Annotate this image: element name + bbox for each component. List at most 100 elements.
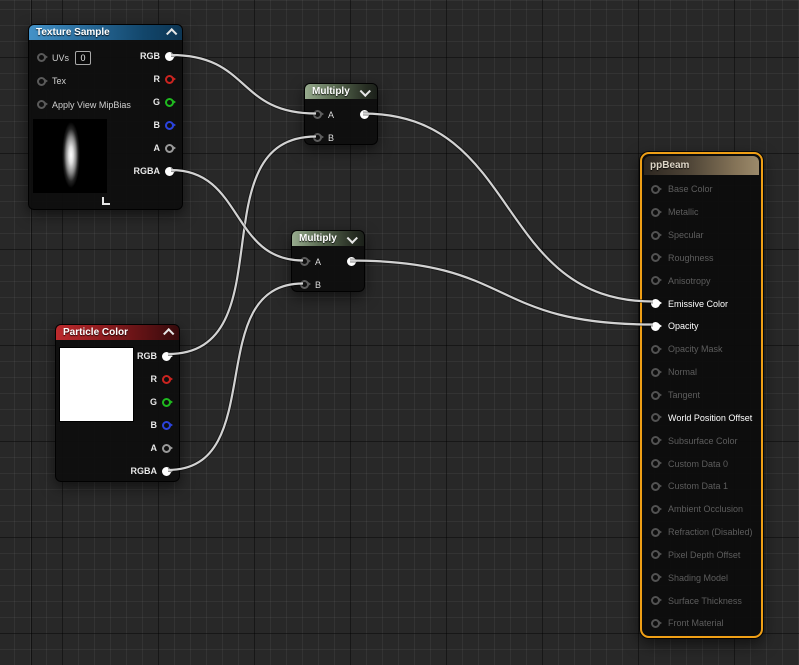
- node-particle-color[interactable]: Particle Color RGB R G B A: [55, 324, 180, 482]
- input-pin-row[interactable]: UVs 0: [37, 46, 131, 70]
- output-pin-icon[interactable]: [162, 374, 173, 384]
- output-pin-icon[interactable]: [347, 257, 358, 266]
- node-multiply-1[interactable]: Multiply A B: [304, 83, 378, 145]
- material-pin-row[interactable]: Roughness: [651, 247, 757, 270]
- node-particle-color-header[interactable]: Particle Color: [56, 325, 179, 340]
- output-pin-icon[interactable]: [165, 143, 176, 153]
- node-multiply-1-header[interactable]: Multiply: [305, 84, 377, 99]
- material-pin-icon[interactable]: [651, 481, 662, 491]
- material-pin-icon[interactable]: [651, 344, 662, 354]
- output-pin-row[interactable]: R: [154, 68, 176, 91]
- input-pin-icon[interactable]: [300, 257, 311, 266]
- material-pin-row[interactable]: Normal: [651, 361, 757, 384]
- material-pin-icon[interactable]: [651, 459, 662, 469]
- material-pin-row[interactable]: Custom Data 1: [651, 475, 757, 498]
- output-pin-row[interactable]: A: [151, 437, 173, 460]
- node-ppbeam-header[interactable]: ppBeam: [644, 156, 759, 175]
- node-multiply-2-header[interactable]: Multiply: [292, 231, 364, 246]
- material-pin-row[interactable]: Pixel Depth Offset: [651, 544, 757, 567]
- output-pin-row[interactable]: G: [150, 391, 173, 414]
- output-pin-row[interactable]: B: [154, 114, 176, 137]
- uv-index-field[interactable]: 0: [75, 50, 92, 65]
- input-pin-row[interactable]: Apply View MipBias: [37, 93, 131, 117]
- material-pin-row[interactable]: Emissive Color: [651, 292, 757, 315]
- material-pin-row[interactable]: Surface Thickness: [651, 589, 757, 612]
- output-pin-icon[interactable]: [162, 443, 173, 453]
- material-pin-icon[interactable]: [651, 436, 662, 446]
- input-pin-icon[interactable]: [37, 100, 48, 110]
- input-pin-row[interactable]: A: [313, 103, 334, 126]
- material-pin-icon[interactable]: [651, 390, 662, 400]
- chevron-down-icon[interactable]: [101, 197, 110, 205]
- input-pin-row[interactable]: B: [300, 273, 321, 296]
- output-pin-icon[interactable]: [165, 166, 176, 176]
- input-pin-row[interactable]: B: [313, 126, 334, 149]
- output-pin-row[interactable]: RGBA: [131, 460, 173, 483]
- input-pin-icon[interactable]: [37, 53, 48, 63]
- chevron-down-icon[interactable]: [346, 232, 358, 244]
- material-pin-icon[interactable]: [651, 253, 662, 263]
- material-pin-icon[interactable]: [651, 299, 662, 309]
- output-pin-icon[interactable]: [162, 420, 173, 430]
- material-pin-icon[interactable]: [651, 618, 662, 628]
- node-texture-sample[interactable]: Texture Sample UVs 0 Tex Apply View MipB…: [28, 24, 183, 210]
- material-pin-row[interactable]: Specular: [651, 224, 757, 247]
- node-texture-sample-header[interactable]: Texture Sample: [29, 25, 182, 40]
- input-pin-icon[interactable]: [300, 280, 311, 289]
- material-pin-icon[interactable]: [651, 321, 662, 331]
- material-pin-icon[interactable]: [651, 596, 662, 606]
- material-pin-icon[interactable]: [651, 276, 662, 286]
- node-ppbeam-material-result[interactable]: ppBeam Base Color Metallic Specular Roug…: [640, 152, 763, 638]
- input-pin-icon[interactable]: [37, 76, 48, 86]
- material-pin-row[interactable]: Shading Model: [651, 566, 757, 589]
- output-pin-icon[interactable]: [162, 466, 173, 476]
- material-pin-row[interactable]: Custom Data 0: [651, 452, 757, 475]
- material-pin-row[interactable]: Anisotropy: [651, 269, 757, 292]
- material-pin-icon[interactable]: [651, 413, 662, 423]
- material-pin-icon[interactable]: [651, 207, 662, 217]
- output-pin-icon[interactable]: [162, 397, 173, 407]
- material-pin-row[interactable]: Base Color: [651, 178, 757, 201]
- wire-connection[interactable]: [167, 282, 304, 472]
- output-pin-icon[interactable]: [165, 51, 176, 61]
- output-pin-row[interactable]: B: [151, 414, 173, 437]
- wire-connection[interactable]: [349, 259, 654, 326]
- material-pin-icon[interactable]: [651, 573, 662, 583]
- material-pin-row[interactable]: Subsurface Color: [651, 429, 757, 452]
- material-pin-icon[interactable]: [651, 504, 662, 514]
- wire-connection[interactable]: [362, 112, 654, 303]
- material-pin-row[interactable]: Ambient Occlusion: [651, 498, 757, 521]
- node-multiply-2[interactable]: Multiply A B: [291, 230, 365, 292]
- output-pin-icon[interactable]: [165, 74, 176, 84]
- material-pin-row[interactable]: Refraction (Disabled): [651, 521, 757, 544]
- output-pin-row[interactable]: RGB: [140, 45, 176, 68]
- material-pin-icon[interactable]: [651, 367, 662, 377]
- material-pin-icon[interactable]: [651, 527, 662, 537]
- material-pin-row[interactable]: World Position Offset: [651, 406, 757, 429]
- material-pin-icon[interactable]: [651, 184, 662, 194]
- material-pin-row[interactable]: Opacity: [651, 315, 757, 338]
- chevron-up-icon[interactable]: [163, 327, 175, 339]
- material-pin-row[interactable]: Opacity Mask: [651, 338, 757, 361]
- chevron-down-icon[interactable]: [359, 85, 371, 97]
- material-pin-icon[interactable]: [651, 550, 662, 560]
- output-pin-row[interactable]: A: [154, 137, 176, 160]
- input-pin-icon[interactable]: [313, 110, 324, 119]
- material-pin-row[interactable]: Tangent: [651, 384, 757, 407]
- output-pin-row[interactable]: R: [151, 368, 173, 391]
- material-pin-row[interactable]: Metallic: [651, 201, 757, 224]
- input-pin-icon[interactable]: [313, 133, 324, 142]
- output-pin-icon[interactable]: [162, 351, 173, 361]
- output-pin-row[interactable]: RGB: [137, 345, 173, 368]
- output-pin-row[interactable]: RGBA: [134, 160, 176, 183]
- material-pin-icon[interactable]: [651, 230, 662, 240]
- output-pin-icon[interactable]: [165, 120, 176, 130]
- wire-connection[interactable]: [170, 168, 304, 262]
- input-pin-row[interactable]: Tex: [37, 70, 131, 94]
- output-pin-row[interactable]: G: [153, 91, 176, 114]
- output-pin-icon[interactable]: [165, 97, 176, 107]
- wire-connection[interactable]: [170, 53, 317, 115]
- output-pin-icon[interactable]: [360, 110, 371, 119]
- input-pin-row[interactable]: A: [300, 250, 321, 273]
